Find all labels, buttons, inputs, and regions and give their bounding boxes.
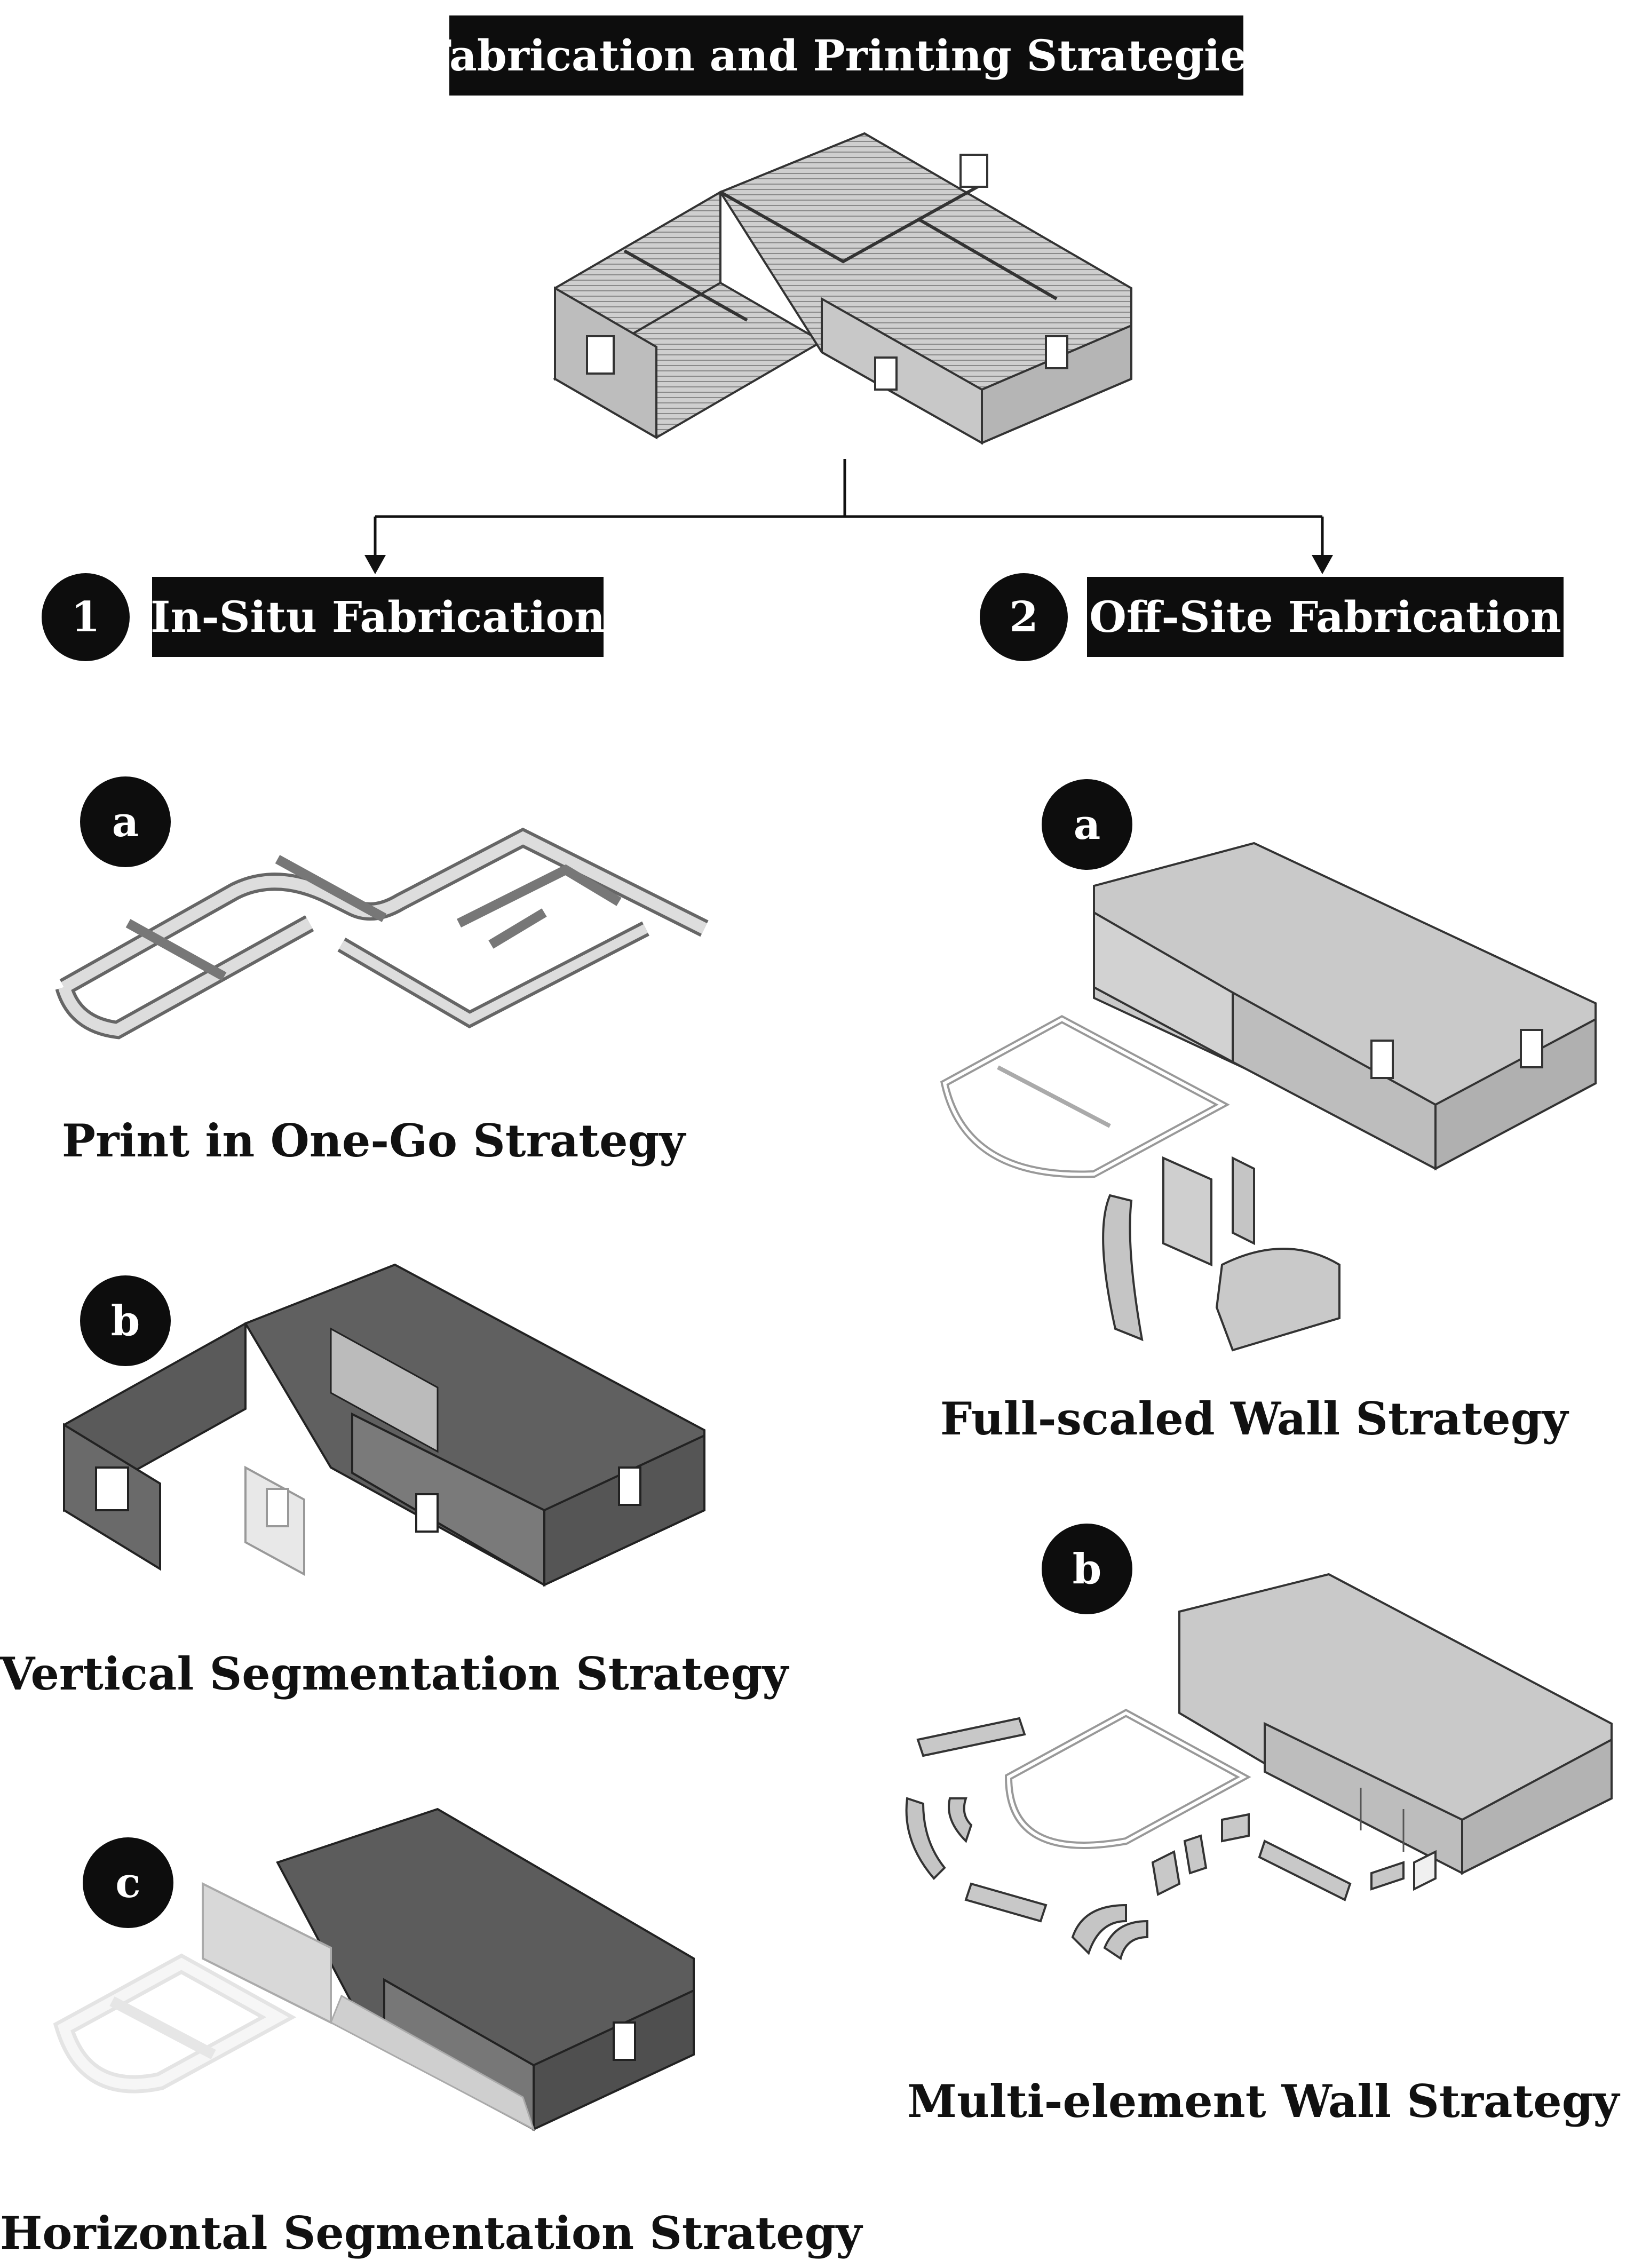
off-site-a-caption: Full-scaled Wall Strategy [940, 1392, 1568, 1445]
page-title: Fabrication and Printing Strategies [422, 15, 1271, 96]
branch-1-label: In-Situ Fabrication [150, 577, 605, 657]
vertical-segmentation-model [63, 1263, 705, 1587]
in-situ-c-caption: Horizontal Segmentation Strategy [0, 2207, 862, 2259]
house-model-full [553, 132, 1132, 445]
in-situ-b-caption: Vertical Segmentation Strategy [0, 1647, 789, 1700]
in-situ-a-caption: Print in One-Go Strategy [61, 1114, 686, 1167]
off-site-b-caption: Multi-element Wall Strategy [907, 2075, 1620, 2128]
arrow-down-icon [364, 555, 386, 574]
branch-2-label: Off-Site Fabrication [1087, 577, 1564, 657]
in-situ-a-badge: a [80, 776, 171, 867]
full-scaled-wall-model [940, 842, 1597, 1352]
off-site-b-badge: b [1042, 1524, 1132, 1614]
branch-2-number: 2 [980, 573, 1068, 661]
branch-1-number: 1 [42, 573, 130, 661]
arrow-down-icon [1312, 555, 1333, 574]
off-site-a-badge: a [1042, 779, 1132, 870]
in-situ-b-badge: b [80, 1275, 171, 1366]
in-situ-c-badge: c [83, 1837, 173, 1928]
print-one-go-model [55, 827, 709, 1040]
horizontal-segmentation-model [53, 1807, 695, 2131]
multi-element-wall-model [905, 1573, 1613, 1961]
tree-connector [364, 459, 1333, 574]
